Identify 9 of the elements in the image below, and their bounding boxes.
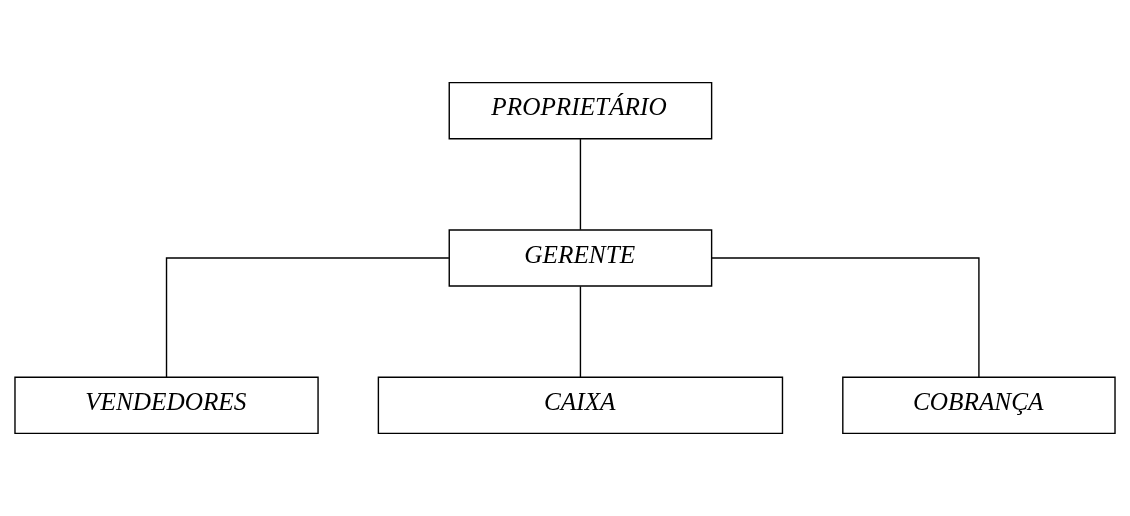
connector — [579, 285, 582, 378]
node-box: COBRANÇA — [842, 376, 1116, 435]
node-box: PROPRIETÁRIO — [448, 81, 713, 140]
connector — [711, 257, 980, 378]
node-box: CAIXA — [377, 376, 784, 435]
connector — [165, 257, 450, 378]
node-box: GERENTE — [448, 229, 713, 287]
connector — [579, 138, 582, 231]
node-box: VENDEDORES — [14, 376, 319, 435]
